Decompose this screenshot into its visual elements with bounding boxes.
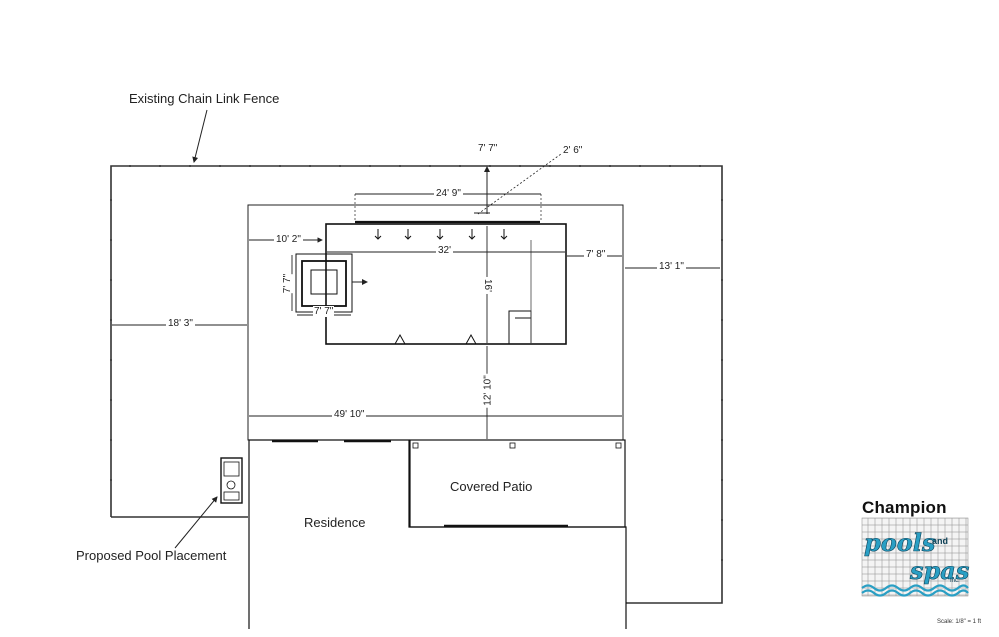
dim-12-10: 12' 10" (482, 373, 494, 408)
dim-7-7-spa-vertical: 7' 7" (282, 273, 294, 294)
dim-7-8: 7' 8" (584, 249, 608, 260)
pool-placement-leader-arrow (174, 496, 218, 549)
dim-7-7-top: 7' 7" (478, 143, 498, 154)
dim-32: 32' (436, 245, 454, 256)
fence-leader-arrow (192, 109, 208, 163)
label-covered-patio: Covered Patio (450, 479, 533, 494)
chain-link-fence (110, 165, 723, 604)
dim-24-9: 24' 9" (434, 188, 463, 199)
logo-script-pools: pools (864, 528, 936, 557)
proposed-pool-mini (220, 457, 243, 504)
dim-2-6: 2' 6" (563, 145, 583, 156)
dim-49-10: 49' 10" (332, 409, 367, 420)
logo-script-spas: spas (909, 556, 970, 585)
scale-note: Scale: 1/8" = 1 ft (937, 619, 981, 625)
logo-company-name: Champion (862, 498, 947, 517)
dim-18-3: 18' 3" (166, 318, 195, 329)
logo-suffix: Inc. (950, 578, 960, 584)
label-proposed-pool: Proposed Pool Placement (76, 548, 227, 563)
logo-script-and: and (932, 536, 948, 546)
label-residence: Residence (304, 515, 366, 530)
dim-13-1: 13' 1" (657, 261, 686, 272)
spa-outline (295, 253, 353, 313)
residence-outline (248, 439, 627, 629)
dim-7-7-spa-horizontal: 7' 7" (313, 306, 335, 317)
dim-16: 16' (482, 276, 494, 295)
champion-logo-graphic: pools and spas Inc. (861, 517, 970, 597)
dim-10-2: 10' 2" (274, 234, 303, 245)
label-existing-fence: Existing Chain Link Fence (129, 91, 280, 106)
pool-outline (325, 223, 567, 345)
pool-steps (508, 310, 532, 345)
